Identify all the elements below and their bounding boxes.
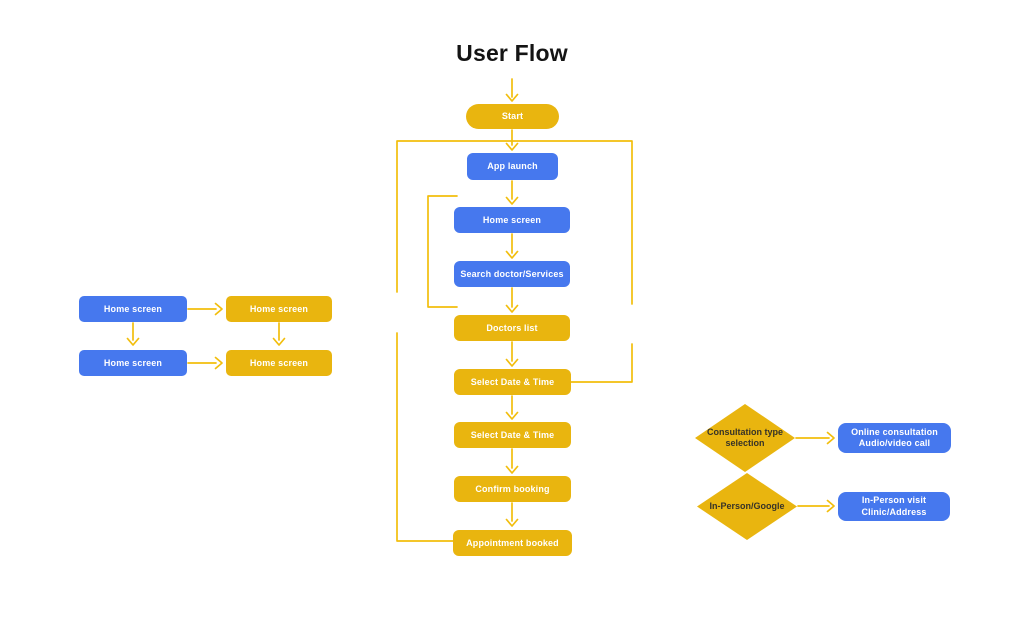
connector-left-yellow-vertical bbox=[272, 322, 286, 346]
node-in-person-visit: In-Person visit Clinic/Address bbox=[838, 492, 950, 521]
node-confirm-booking: Confirm booking bbox=[454, 476, 571, 502]
connector-search-to-doctors-list bbox=[505, 287, 519, 313]
connector-home-screen-to-search bbox=[505, 233, 519, 259]
node-online-consultation: Online consultation Audio/video call bbox=[838, 423, 951, 453]
node-in-person-visit-line2: Clinic/Address bbox=[861, 506, 927, 517]
decision-consultation-type-label: Consultation type selection bbox=[707, 427, 783, 448]
connector-confirm-to-appointment bbox=[505, 502, 519, 527]
connector-start-to-app-launch bbox=[505, 129, 519, 151]
node-select-date-time-2: Select Date & Time bbox=[454, 422, 571, 448]
connector-select-date-return-right bbox=[570, 343, 633, 383]
node-home-screen-left-bottom-blue: Home screen bbox=[79, 350, 187, 376]
node-home-screen-left-top-blue: Home screen bbox=[79, 296, 187, 322]
connector-left-blue-vertical bbox=[126, 322, 140, 346]
node-home-screen: Home screen bbox=[454, 207, 570, 233]
connector-left-bracket bbox=[427, 195, 458, 308]
diagram-title: User Flow bbox=[456, 40, 568, 66]
node-select-date-time-1: Select Date & Time bbox=[454, 369, 571, 395]
decision-in-person-google: In-Person/Google bbox=[697, 473, 797, 540]
node-app-launch: App launch bbox=[467, 153, 558, 180]
connector-left-bottom-horizontal bbox=[187, 356, 223, 370]
decision-in-person-google-label: In-Person/Google bbox=[709, 501, 785, 511]
connector-app-launch-to-home-screen bbox=[505, 180, 519, 205]
node-online-consultation-line2: Audio/video call bbox=[858, 438, 931, 448]
node-doctors-list: Doctors list bbox=[454, 315, 570, 341]
decision-consultation-type: Consultation type selection bbox=[695, 404, 795, 472]
connector-title-to-start bbox=[505, 78, 519, 102]
connector-doctors-list-to-select-date-1 bbox=[505, 341, 519, 367]
connector-select-date-1-to-select-date-2 bbox=[505, 395, 519, 420]
connector-outer-loop-bottom-left bbox=[396, 332, 455, 542]
connector-left-top-horizontal bbox=[187, 302, 223, 316]
node-search-doctor-services: Search doctor/Services bbox=[454, 261, 570, 287]
connector-select-date-2-to-confirm bbox=[505, 448, 519, 474]
node-in-person-visit-line1: In-Person visit bbox=[861, 495, 927, 505]
node-home-screen-left-bottom-yellow: Home screen bbox=[226, 350, 332, 376]
node-appointment-booked: Appointment booked bbox=[453, 530, 572, 556]
connector-inperson-to-visit bbox=[797, 499, 835, 513]
connector-consultation-to-online bbox=[795, 431, 835, 445]
node-home-screen-left-top-yellow: Home screen bbox=[226, 296, 332, 322]
node-start: Start bbox=[466, 104, 559, 129]
node-online-consultation-line1: Online consultation bbox=[851, 426, 938, 437]
